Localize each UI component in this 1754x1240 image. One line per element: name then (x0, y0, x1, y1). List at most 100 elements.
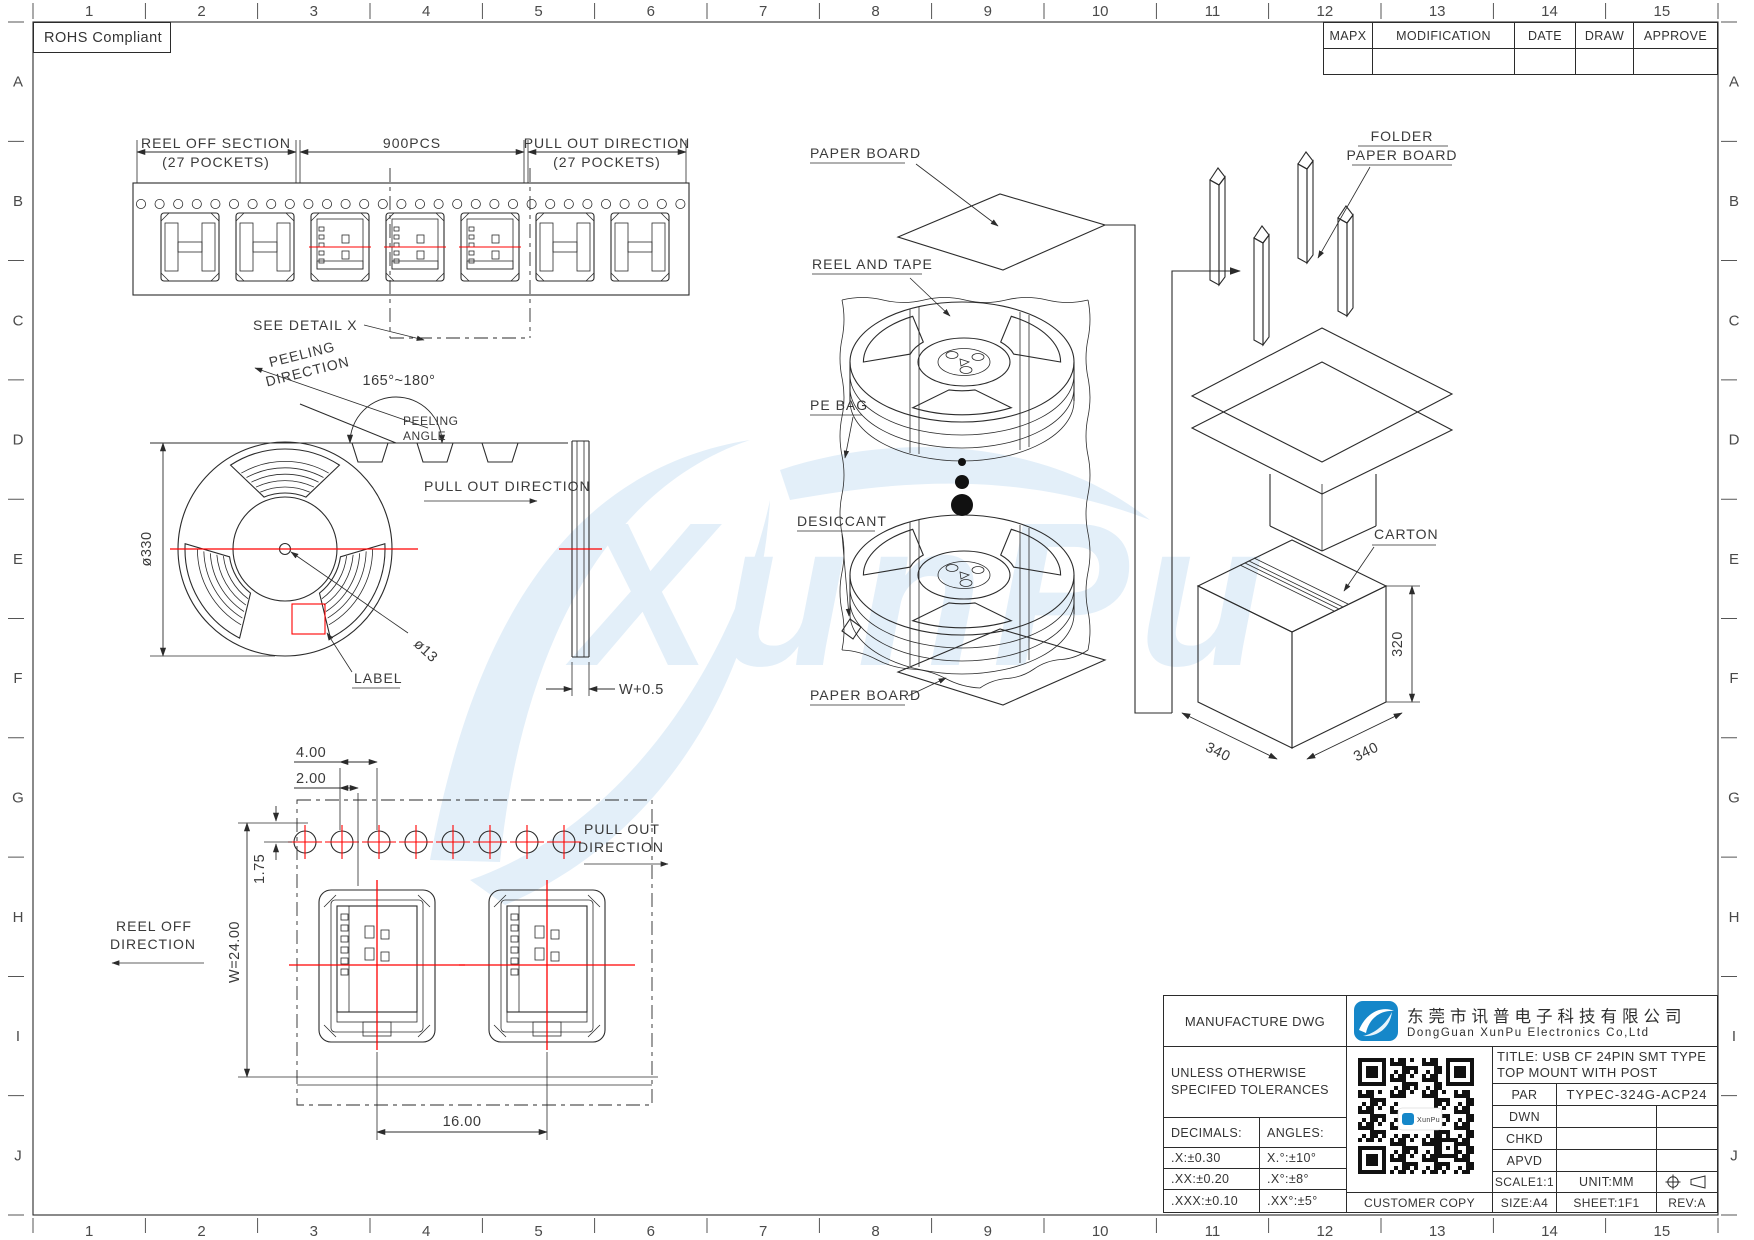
pe-bag-outline (839, 297, 1091, 689)
detail-x-view: 4.00 2.00 1.75 W=24.00 16.00 REEL OFF DI… (110, 745, 669, 1140)
part-label-cell: PAR (1492, 1083, 1557, 1106)
ruler-label: 5 (534, 1223, 542, 1240)
reel-label-square (291, 603, 326, 635)
sprocket-hole (247, 198, 258, 209)
reel-and-tape-label: REEL AND TAPE (812, 256, 933, 272)
company-cell: 东莞市讯普电子科技有限公司 DongGuan XunPu Electronics… (1346, 995, 1718, 1047)
tolerances-cell: UNLESS OTHERWISE SPECIFED TOLERANCES (1163, 1046, 1347, 1118)
sprocket-hole (266, 198, 277, 209)
sheet-frame (32, 21, 1719, 1216)
watermark: XunPu (430, 440, 1264, 905)
carton-depth-dim: 340 (1351, 740, 1381, 766)
pe-bag-edge (841, 649, 981, 689)
folder-post (1297, 151, 1314, 265)
desiccant-label: DESICCANT (797, 513, 887, 529)
ruler-label: 7 (759, 3, 767, 20)
reel-spoke-window (229, 448, 341, 498)
angle-tol-2: .X°:±8° (1259, 1168, 1347, 1190)
peeling-angle-range: 165°~180° (363, 373, 436, 389)
detail-pocket (459, 880, 635, 1050)
sprocket-hole (526, 198, 537, 209)
ruler-label: J (14, 1147, 22, 1164)
rev-empty-modification (1372, 48, 1515, 75)
ruler-label: 10 (1092, 3, 1109, 20)
see-detail-x-label: SEE DETAIL X (253, 317, 358, 333)
rohs-compliant-label: ROHS Compliant (44, 29, 163, 46)
size-cell: SIZE:A4 (1492, 1192, 1557, 1213)
pe-bag-edge (839, 299, 845, 651)
rev-col-draw: DRAW (1575, 22, 1634, 49)
pull-out-direction-label: PULL OUT DIRECTION (524, 135, 691, 151)
sprocket-hole (452, 198, 463, 209)
tape-width-dim: W=24.00 (227, 921, 243, 983)
qr-code-cell: XunPu (1346, 1046, 1493, 1193)
pe-bag-edge (979, 649, 1089, 689)
sprocket-hole (303, 198, 314, 209)
rohs-compliant-box: ROHS Compliant (33, 22, 171, 53)
sprocket-hole (191, 198, 202, 209)
ruler-label: E (1729, 551, 1739, 568)
ruler-label: 12 (1316, 1223, 1333, 1240)
sprocket-hole (228, 198, 239, 209)
tape-pocket-empty (535, 212, 595, 282)
ruler-label: 8 (871, 3, 879, 20)
sprocket-hole (414, 198, 425, 209)
angle-tol-3: .XX°:±5° (1259, 1189, 1347, 1213)
folder-post (1337, 205, 1354, 318)
ruler-label: 11 (1205, 1223, 1221, 1240)
sprocket-hole (563, 198, 574, 209)
tolerance-line-2: SPECIFED TOLERANCES (1171, 1083, 1329, 1097)
ruler-label: J (1730, 1147, 1738, 1164)
drawing-title-2: TOP MOUNT WITH POST (1497, 1065, 1658, 1080)
company-name-cn: 东莞市讯普电子科技有限公司 (1407, 1008, 1687, 1026)
sprocket-hole (638, 198, 649, 209)
paper-board-bottom-sheet (896, 628, 1107, 706)
reel-spoke-window (318, 543, 386, 639)
sprocket-hole (321, 198, 332, 209)
sprocket-hole (675, 198, 686, 209)
ruler-label: A (1729, 74, 1739, 91)
sprocket-hole (433, 198, 444, 209)
decimal-tol-1: .X:±0.30 (1163, 1147, 1260, 1169)
peeling-angle-label-2: ANGLE (403, 429, 446, 443)
ruler-label: 2 (197, 1223, 205, 1240)
company-logo-icon (1354, 1001, 1398, 1041)
pe-bag-edge (841, 297, 1089, 303)
reel-off-section-label: REEL OFF SECTION (141, 135, 291, 151)
ruler-label: 3 (310, 3, 318, 20)
tape-pocket-empty (235, 212, 295, 282)
sprocket-hole (210, 198, 221, 209)
sprocket-hole (173, 198, 184, 209)
tape-pocket-loaded (384, 212, 446, 282)
drawn-label-cell: DWN (1492, 1105, 1557, 1128)
paper-board-top-label: PAPER BOARD (810, 145, 921, 161)
carton-width-dim: 340 (1203, 740, 1233, 766)
sprocket-hole (545, 198, 556, 209)
approved-value-cell (1556, 1149, 1657, 1172)
sprocket-hole (470, 198, 481, 209)
sprocket-hole (340, 198, 351, 209)
drawn-value-cell (1556, 1105, 1657, 1128)
decimals-header-cell: DECIMALS: (1163, 1117, 1260, 1148)
label-callout: LABEL (354, 670, 403, 686)
detail-reel-off-1: REEL OFF (116, 918, 192, 934)
ruler-label: D (1729, 432, 1740, 449)
ruler-label: 15 (1653, 1223, 1670, 1240)
carton-height-dim: 320 (1390, 631, 1406, 657)
ruler-label: 1 (85, 3, 93, 20)
company-name-en: DongGuan XunPu Electronics Co,Ltd (1407, 1027, 1650, 1039)
folder-label-2: PAPER BOARD (1346, 147, 1457, 163)
ruler-label: B (1729, 193, 1739, 210)
drawn-extra-cell (1656, 1105, 1718, 1128)
detail-pull-out-2: DIRECTION (578, 839, 664, 855)
sprocket-hole (377, 198, 388, 209)
part-number-cell: TYPEC-324G-ACP24 (1556, 1083, 1718, 1106)
ruler-label: 6 (647, 3, 655, 20)
rev-cell: REV:A (1656, 1192, 1718, 1213)
desiccant-pack (841, 618, 862, 640)
sprocket-hole (582, 198, 593, 209)
ruler-label: 6 (647, 1223, 655, 1240)
ruler-label: G (12, 789, 24, 806)
sprocket-hole (154, 198, 165, 209)
